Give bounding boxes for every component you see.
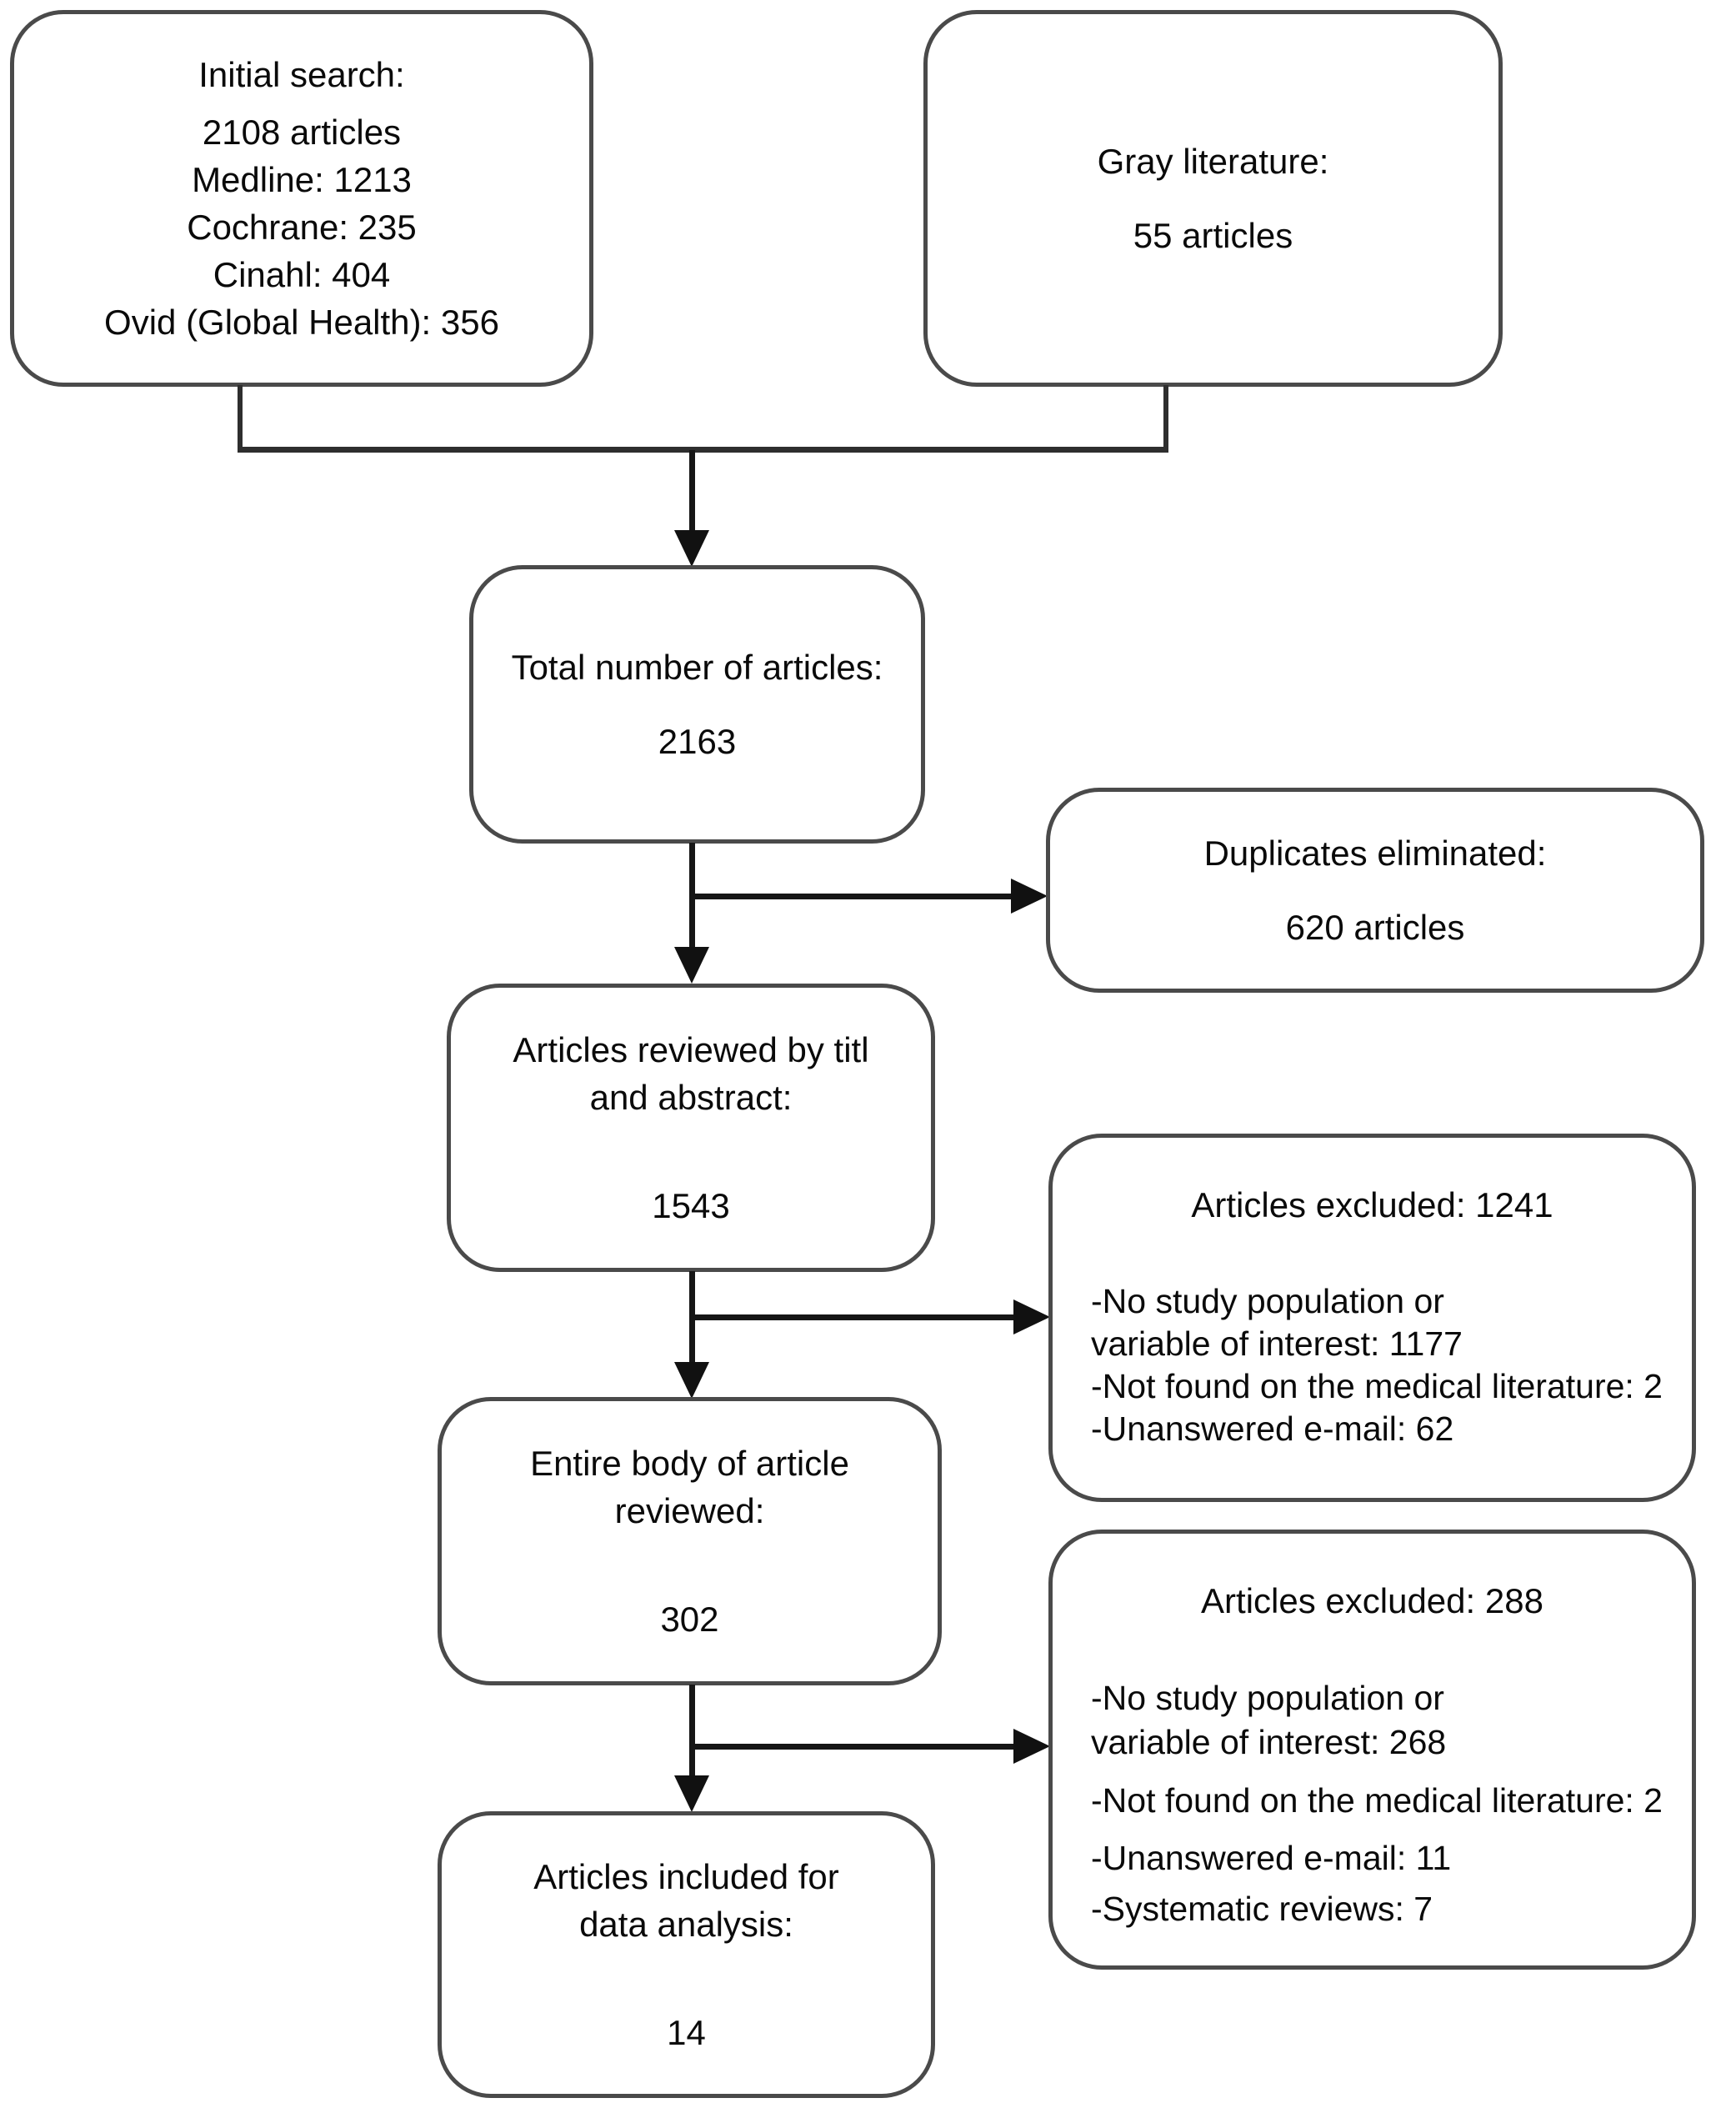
exclusion-reason: -No study population or	[1091, 1282, 1444, 1321]
box-text-line: 1543	[652, 1185, 730, 1225]
exclusion-reason-list: -No study population or variable of inte…	[1053, 1280, 1663, 1450]
box-text-line: Gray literature:	[1097, 141, 1329, 181]
box-text-line: 2163	[658, 722, 737, 761]
arrowhead-to-included	[674, 1775, 709, 1812]
connector-gray-literature-stub	[1163, 385, 1168, 452]
flow-box-excluded-full-text: Articles excluded: 288 -No study populat…	[1048, 1530, 1696, 1970]
flow-box-duplicates-eliminated: Duplicates eliminated: 620 articles	[1046, 788, 1704, 993]
flow-box-initial-search: Initial search: 2108 articles Medline: 1…	[10, 10, 593, 387]
box-text-line: Articles included for	[533, 1857, 839, 1897]
box-text-line: Medline: 1213	[192, 159, 412, 199]
exclusion-reason: -Not found on the medical literature: 2	[1091, 1366, 1663, 1405]
box-text-line: Total number of articles:	[511, 647, 883, 687]
box-title-line: Articles excluded: 288	[1201, 1581, 1543, 1620]
flow-box-included-data-analysis: Articles included for data analysis: 14	[438, 1811, 935, 2098]
connector-merge-line	[238, 447, 1168, 453]
exclusion-reason: -Not found on the medical literature: 2	[1091, 1780, 1663, 1820]
box-text-line: and abstract:	[589, 1078, 793, 1118]
box-text-line: 620 articles	[1285, 908, 1465, 947]
arrow-branch-to-excluded-288	[692, 1744, 1015, 1750]
arrowhead-to-entire-body	[674, 1362, 709, 1399]
exclusion-reason: variable of interest: 268	[1091, 1723, 1447, 1762]
flow-box-total-articles: Total number of articles: 2163	[469, 565, 925, 844]
flow-box-entire-body-reviewed: Entire body of article reviewed: 302	[438, 1397, 942, 1685]
box-title-line: Articles excluded: 1241	[1191, 1185, 1553, 1224]
arrow-entire-body-to-included	[689, 1685, 695, 1778]
exclusion-reason: -Systematic reviews: 7	[1091, 1890, 1433, 1929]
arrowhead-to-total-articles	[674, 530, 709, 567]
flow-box-gray-literature: Gray literature: 55 articles	[923, 10, 1503, 387]
arrowhead-to-excluded-288	[1013, 1729, 1050, 1764]
flow-box-excluded-title-abstract: Articles excluded: 1241 -No study popula…	[1048, 1134, 1696, 1502]
box-text-line: 14	[667, 2012, 706, 2052]
arrowhead-to-reviewed	[674, 947, 709, 984]
box-text-line: Duplicates eliminated:	[1203, 833, 1547, 873]
flow-box-reviewed-title-abstract: Articles reviewed by titl and abstract: …	[447, 984, 935, 1272]
arrow-branch-to-duplicates	[692, 894, 1013, 899]
box-text-line: Entire body of article	[530, 1444, 849, 1484]
box-text-line: reviewed:	[614, 1491, 765, 1531]
exclusion-reason: variable of interest: 1177	[1091, 1324, 1463, 1363]
arrowhead-to-duplicates	[1011, 879, 1048, 914]
box-text-line: Articles reviewed by titl	[513, 1030, 869, 1070]
exclusion-reason: -Unanswered e-mail: 11	[1091, 1839, 1452, 1877]
arrowhead-to-excluded-1241	[1013, 1299, 1050, 1334]
arrow-merge-to-total	[689, 450, 695, 533]
exclusion-reason: -No study population or	[1091, 1679, 1444, 1718]
box-text-line: Initial search:	[198, 54, 405, 94]
connector-initial-search-stub	[238, 385, 243, 452]
box-text-line: 2108 articles	[202, 112, 402, 152]
box-text-line: 55 articles	[1133, 216, 1293, 255]
exclusion-reason: -Unanswered e-mail: 62	[1091, 1409, 1454, 1448]
box-text-line: Cochrane: 235	[187, 208, 417, 247]
box-text-line: Ovid (Global Health): 356	[104, 303, 499, 343]
arrow-branch-to-excluded-1241	[692, 1314, 1015, 1320]
box-text-line: data analysis:	[579, 1905, 793, 1945]
box-text-line: Cinahl: 404	[213, 255, 391, 295]
exclusion-reason-list: -No study population or variable of inte…	[1053, 1676, 1663, 1931]
box-text-line: 302	[660, 1599, 719, 1639]
